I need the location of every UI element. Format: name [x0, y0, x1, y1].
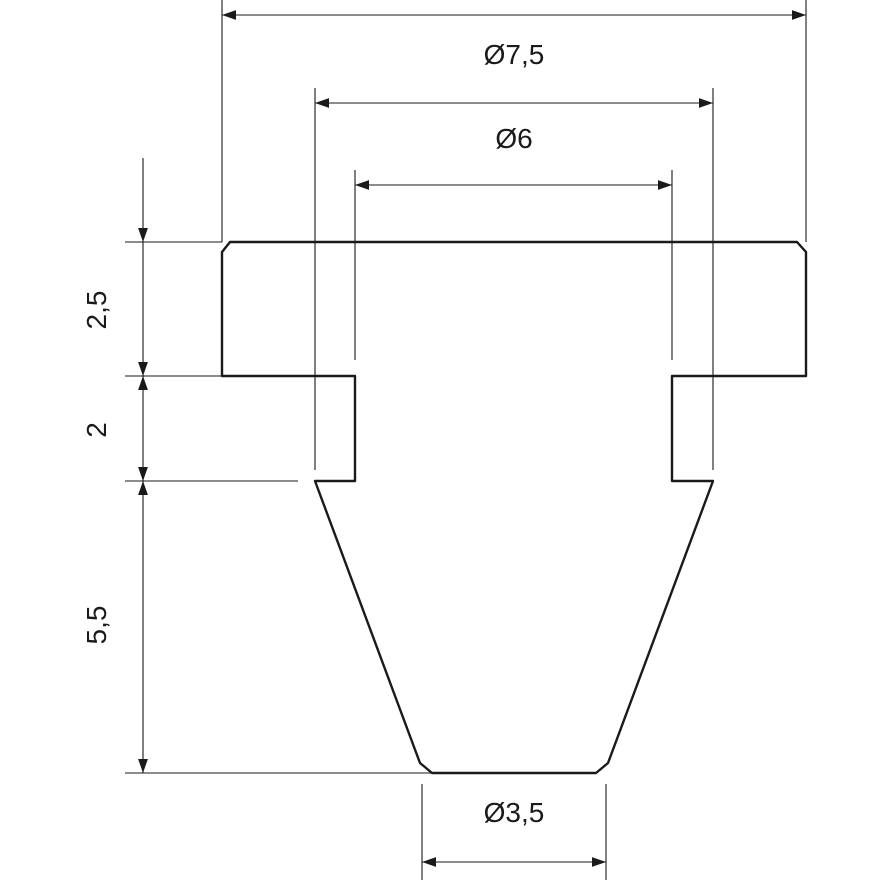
part-outline [220, 240, 808, 775]
label-head-height: 2,5 [81, 291, 112, 330]
label-tip-diameter: Ø3,5 [484, 797, 545, 828]
extension-lines [125, 0, 807, 880]
label-neck-height: 2 [81, 422, 112, 438]
label-cone-height: 5,5 [81, 606, 112, 645]
label-outer-diameter: Ø7,5 [484, 39, 545, 70]
label-collar-diameter: Ø6 [495, 123, 532, 154]
